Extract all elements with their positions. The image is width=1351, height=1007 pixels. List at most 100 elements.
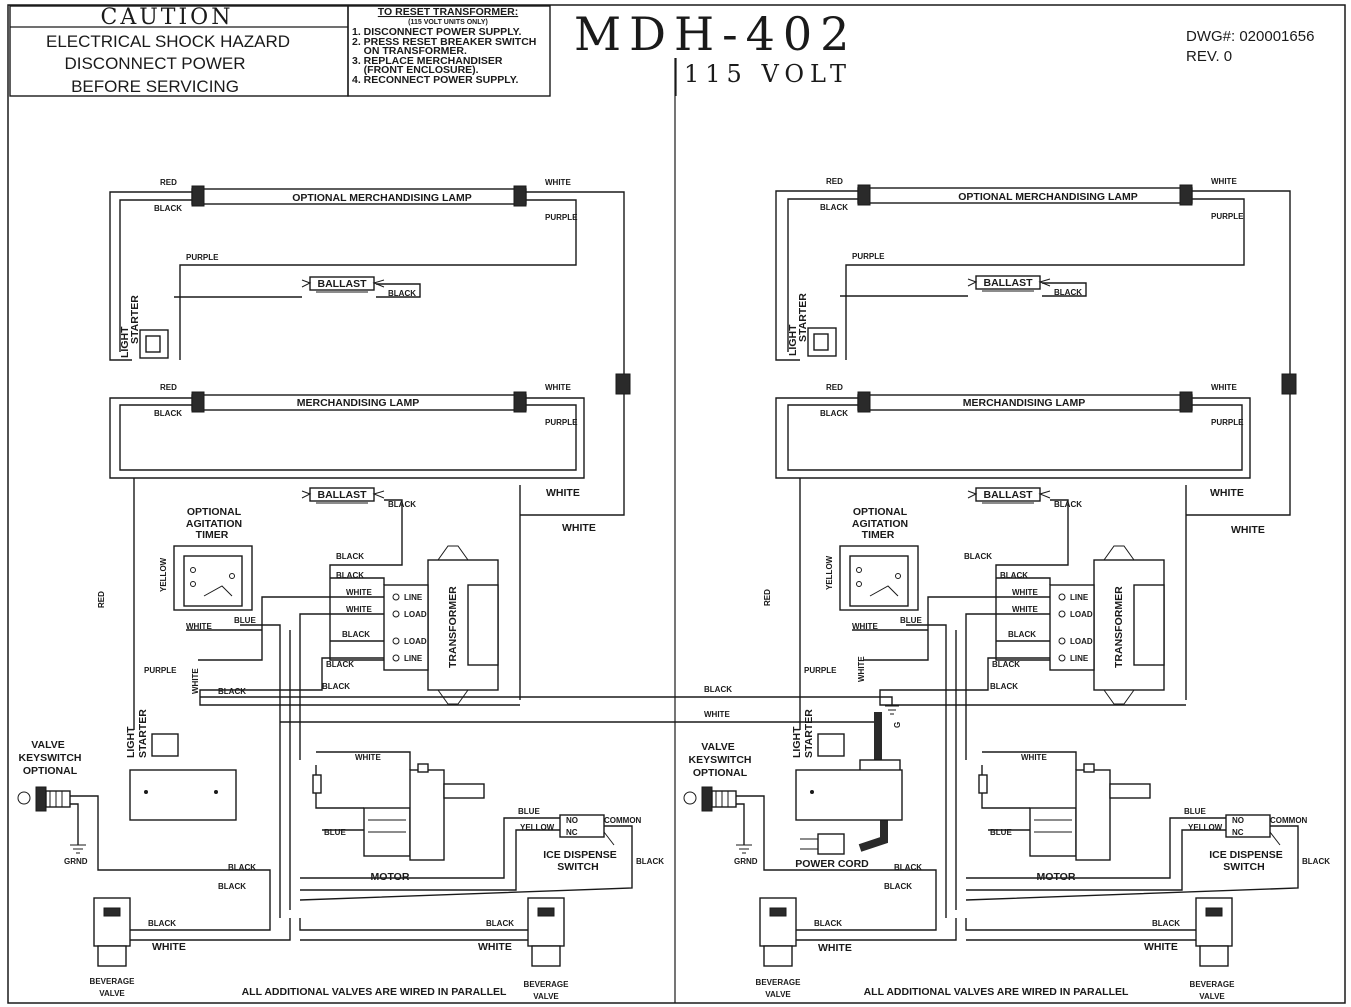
light-starter-label-1: LIGHT [119,326,131,358]
wire-blue: BLUE [324,828,346,837]
ice-dispense-switch: NO NC COMMON ICE DISPENSE SWITCH [543,814,642,873]
caution-line-3: BEFORE SERVICING [71,77,239,96]
ballast-label: BALLAST [318,278,368,290]
wire-black: BLACK [1054,288,1082,297]
parallel-note: ALL ADDITIONAL VALVES ARE WIRED IN PARAL… [864,986,1129,998]
motor-label: MOTOR [371,871,410,883]
transformer: LINE LOAD LOAD LINE TRANSFORMER [1049,545,1165,705]
wire-purple: PURPLE [144,666,177,675]
switch-common: COMMON [604,816,642,825]
optional-lamp-label: OPTIONAL MERCHANDISING LAMP [958,191,1137,203]
wire-black: BLACK [964,552,992,561]
bev-valve-label-2: VALVE [99,989,125,998]
keyswitch-label-2: KEYSWITCH [689,754,752,766]
bev-valve-label-2: VALVE [533,992,559,1001]
reset-title: TO RESET TRANSFORMER: [378,6,518,18]
reset-step-3b: (FRONT ENCLOSURE). [352,64,479,76]
ice-dispense-switch: NO NC COMMON ICE DISPENSE SWITCH [1209,814,1308,873]
ice-switch-label-2: SWITCH [557,861,598,873]
wire-purple: PURPLE [852,252,885,261]
wire-white: WHITE [1144,941,1178,953]
ballast-label: BALLAST [318,489,368,501]
wire-red: RED [826,177,843,186]
switch-nc: NC [1232,828,1244,837]
wire-yellow: YELLOW [825,555,834,590]
wire-black: BLACK [218,687,246,696]
wire-purple: PURPLE [1211,212,1244,221]
timer-label-2: AGITATION [186,518,242,530]
wire-black: BLACK [342,630,370,639]
transformer: LINE LOAD LOAD LINE TRANSFORMER [383,545,499,705]
bev-valve-label-1: BEVERAGE [756,978,802,987]
wire-purple: PURPLE [1211,418,1244,427]
terminal-load: LOAD [1070,610,1093,619]
wire-black: BLACK [1008,630,1036,639]
wire-black: BLACK [884,882,912,891]
caution-title: CAUTION [101,5,234,30]
wire-white: WHITE [478,941,512,953]
switch-nc: NC [566,828,578,837]
wire-black: BLACK [1054,500,1082,509]
wire-black: BLACK [990,682,1018,691]
reset-step-1: 1. DISCONNECT POWER SUPPLY. [352,26,521,38]
wire-blue: BLUE [900,616,922,625]
wire-black: BLACK [148,919,176,928]
wire-white: WHITE [1211,177,1237,186]
timer-label-2: AGITATION [852,518,908,530]
beverage-valve: BEVERAGE VALVE [1190,897,1235,1001]
light-starter-label-1: LIGHT [787,324,799,356]
caution-line-2: DISCONNECT POWER [64,54,245,73]
terminal-line: LINE [1070,593,1089,602]
wire-white: WHITE [346,605,372,614]
wire-black: BLACK [486,919,514,928]
wire-white: WHITE [152,941,186,953]
beverage-valve: BEVERAGE VALVE [90,897,135,998]
terminal-load: LOAD [404,610,427,619]
ground-terminal: G [880,696,902,728]
wire-black: BLACK [336,552,364,561]
wire-black: BLACK [820,409,848,418]
ballast: BALLAST [301,276,385,293]
light-starter-label-2: STARTER [797,293,809,342]
wire-blue: BLUE [234,616,256,625]
caution-line-1: ELECTRICAL SHOCK HAZARD [46,32,290,51]
wire-white: WHITE [852,622,878,631]
motor: MOTOR [363,763,485,883]
caution-box: CAUTION ELECTRICAL SHOCK HAZARD DISCONNE… [9,5,349,97]
wire-white: WHITE [191,668,200,694]
wire-white: WHITE [545,383,571,392]
wire-black: BLACK [894,863,922,872]
left-schematic: OPTIONAL MERCHANDISING LAMP RED BLACK WH… [17,178,664,1001]
timer-label-3: TIMER [196,529,229,541]
keyswitch-label-3: OPTIONAL [23,765,78,777]
wire-red: RED [826,383,843,392]
right-schematic: OPTIONAL MERCHANDISING LAMP RED BLACK WH… [683,177,1330,1001]
valve-keyswitch: VALVE KEYSWITCH OPTIONAL GRND [17,739,271,918]
reset-step-3: 3. REPLACE MERCHANDISER [352,55,503,67]
wire-black: BLACK [388,289,416,298]
ground-g-label: G [893,722,902,728]
reset-step-4: 4. RECONNECT POWER SUPPLY. [352,74,519,86]
wire-white: WHITE [704,710,730,719]
wire-white: WHITE [857,656,866,682]
parallel-note: ALL ADDITIONAL VALVES ARE WIRED IN PARAL… [242,986,507,998]
timer-label-3: TIMER [862,529,895,541]
wire-blue: BLUE [1184,807,1206,816]
wire-white: WHITE [818,942,852,954]
merchandising-lamp: MERCHANDISING LAMP [191,391,527,413]
wire-black: BLACK [388,500,416,509]
keyswitch-label-2: KEYSWITCH [19,752,82,764]
reset-step-2: 2. PRESS RESET BREAKER SWITCH [352,36,536,48]
agitation-timer: OPTIONAL AGITATION TIMER YELLOW [159,506,253,611]
ballast: BALLAST [967,487,1051,504]
timer-label-1: OPTIONAL [187,506,242,518]
wire-red: RED [160,178,177,187]
beverage-valve: BEVERAGE VALVE [524,897,569,1001]
wire-black: BLACK [1302,857,1330,866]
terminal-load: LOAD [404,637,427,646]
wire-white: WHITE [1211,383,1237,392]
model-title: MDH-402 [574,7,857,61]
optional-lamp-label: OPTIONAL MERCHANDISING LAMP [292,192,471,204]
wire-black: BLACK [336,571,364,580]
wire-black: BLACK [154,409,182,418]
